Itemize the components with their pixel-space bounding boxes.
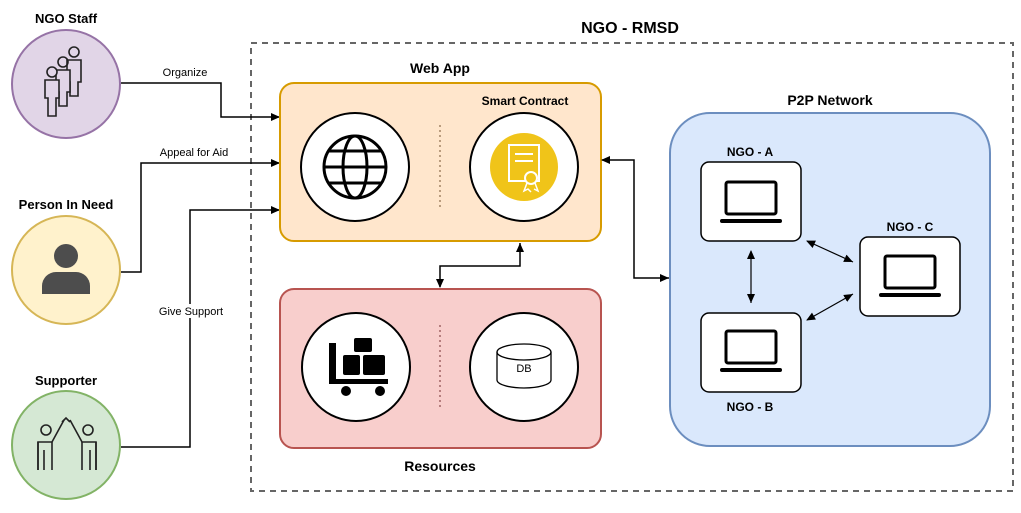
person-in-need-label: Person In Need <box>19 197 114 212</box>
laptop-icon <box>720 180 782 223</box>
p2p-network-container: P2P Network NGO - A NGO - B NGO - C <box>669 92 991 447</box>
globe-icon <box>322 134 388 200</box>
actor-ngo-staff: NGO Staff <box>11 11 121 139</box>
edge-b-c <box>806 293 854 321</box>
edge-appeal-for-aid: Appeal for Aid <box>121 145 280 273</box>
web-app-container: Web App Smart Contract <box>279 60 602 242</box>
smart-contract-label: Smart Contract <box>482 94 569 108</box>
ngo-b-label: NGO - B <box>727 400 774 414</box>
system-title: NGO - RMSD <box>581 20 679 37</box>
high-five-icon <box>37 416 97 470</box>
edge-organize: Organize <box>121 67 280 121</box>
ngo-c-node <box>859 236 961 317</box>
person-in-need-node <box>11 215 121 325</box>
cart-icon <box>329 338 388 396</box>
laptop-icon <box>720 329 782 372</box>
laptop-icon <box>879 254 941 297</box>
edge-give-support-label: Give Support <box>159 306 223 318</box>
resources-container: Resources DB <box>279 288 602 474</box>
edge-contract-p2p <box>601 156 669 282</box>
edge-give-support: Give Support <box>121 206 280 448</box>
ngo-a-node <box>700 161 802 242</box>
actor-person-in-need: Person In Need <box>11 197 121 325</box>
certificate-icon <box>490 133 558 201</box>
person-icon <box>42 244 90 294</box>
actor-supporter: Supporter <box>11 373 121 500</box>
resources-title: Resources <box>404 458 476 474</box>
web-app-title: Web App <box>410 60 470 76</box>
supporter-label: Supporter <box>35 373 97 388</box>
edge-a-c <box>806 240 854 263</box>
ngo-b-node <box>700 312 802 393</box>
edge-webapp-resources <box>436 243 524 288</box>
db-label: DB <box>516 363 531 375</box>
edge-organize-label: Organize <box>163 67 208 79</box>
group-people-icon <box>44 46 82 117</box>
p2p-title: P2P Network <box>787 92 873 108</box>
ngo-c-label: NGO - C <box>887 220 934 234</box>
ngo-a-label: NGO - A <box>727 145 774 159</box>
database-icon <box>496 343 552 389</box>
edge-appeal-for-aid-label: Appeal for Aid <box>160 147 229 159</box>
supporter-node <box>11 390 121 500</box>
ngo-staff-label: NGO Staff <box>35 11 98 26</box>
